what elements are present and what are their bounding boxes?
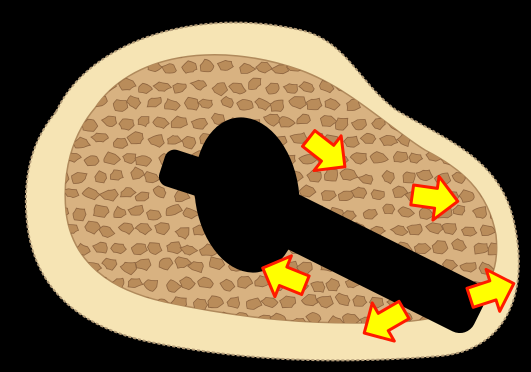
trabecula-cell: [403, 172, 415, 183]
trabecula-cell: [47, 44, 65, 55]
trabecula-cell: [353, 47, 370, 57]
trabecula-cell: [469, 136, 484, 147]
trabecula-cell: [436, 62, 449, 72]
trabecula-cell: [450, 97, 467, 108]
trabecula-cell: [50, 79, 63, 89]
trabecula-cell: [438, 99, 453, 111]
trabecula-cell: [194, 299, 208, 310]
trabecula-cell: [417, 64, 433, 75]
trabecula-cell: [68, 47, 83, 57]
trabecula-cell: [374, 47, 387, 57]
trabecula-cell: [397, 99, 410, 111]
trabecula-cell: [480, 81, 494, 93]
trabecula-cell: [462, 47, 478, 57]
trabecula-cell: [360, 65, 374, 77]
trabecula-cell: [469, 100, 485, 112]
trabecula-cell: [237, 100, 253, 111]
trabecula-cell: [505, 131, 521, 142]
trabecula-cell: [113, 100, 128, 112]
trabecula-cell: [380, 65, 394, 76]
trabecula-cell: [424, 82, 437, 92]
trabecula-cell: [445, 81, 460, 92]
trabecula-cell: [459, 80, 476, 92]
trabecula-cell: [393, 152, 408, 163]
trabecula-cell: [371, 190, 384, 200]
trabecula-cell: [55, 311, 68, 323]
trabecula-cell: [491, 64, 505, 76]
trabecula-cell: [86, 44, 100, 55]
trabecula-cell: [492, 100, 504, 113]
trabecula-cell: [470, 59, 483, 71]
trabecula-cell: [383, 204, 395, 214]
trabecula-cell: [508, 61, 523, 74]
trabecula-cell: [387, 80, 404, 91]
trabecula-cell: [46, 295, 60, 305]
trabecula-cell: [496, 78, 510, 89]
trabecula-cell: [74, 60, 88, 71]
trabecula-cell: [478, 150, 494, 161]
trabecula-cell: [490, 134, 506, 145]
trabecula-cell: [408, 79, 424, 89]
trabecula-cell: [500, 43, 514, 54]
trabecula-cell: [443, 119, 456, 131]
trabecula-cell: [147, 210, 162, 220]
trabecula-cell: [441, 43, 458, 53]
trabecula-cell: [390, 46, 403, 56]
trabecula-cell: [496, 153, 514, 164]
trabecula-cell: [427, 114, 443, 126]
trabecula-cell: [506, 99, 519, 111]
trabecula-cell: [59, 60, 73, 71]
trabecula-cell: [508, 167, 524, 180]
trabecula-cell: [508, 312, 522, 324]
trabecula-cell: [422, 47, 440, 59]
trabecula-cell: [448, 65, 463, 74]
trabecula-cell: [398, 60, 413, 71]
trabecula-cell: [409, 43, 423, 53]
trabecula-cell: [477, 46, 494, 57]
trabecula-cell: [482, 117, 495, 129]
trabecula-cell: [419, 100, 436, 110]
trabecula-cell: [462, 119, 477, 131]
trabecula-cell: [494, 114, 510, 126]
